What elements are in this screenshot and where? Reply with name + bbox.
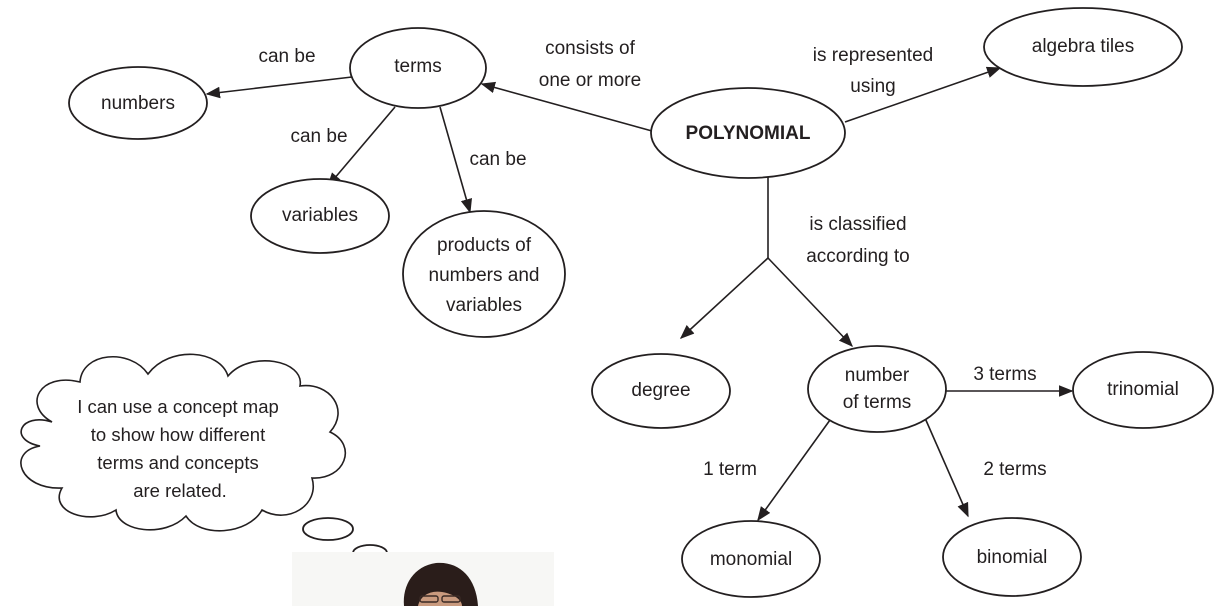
thought-line-2: to show how different (91, 424, 266, 445)
node-variables: variables (250, 178, 390, 254)
node-terms-label: terms (394, 56, 442, 77)
node-monomial: monomial (681, 520, 821, 598)
student-glasses-left (419, 595, 439, 603)
node-products-line-3: variables (446, 295, 522, 316)
node-numbers: numbers (68, 66, 208, 140)
edge-number-binomial (924, 417, 969, 518)
edge-terms-variables (327, 106, 396, 188)
node-products: products of numbers and variables (402, 210, 566, 338)
node-degree-label: degree (631, 380, 690, 401)
link-represented-line-2: using (850, 76, 895, 97)
student-illustration (292, 552, 554, 606)
link-two-terms: 2 terms (983, 459, 1046, 480)
link-three-terms: 3 terms (973, 364, 1036, 385)
node-algebra-tiles-label: algebra tiles (1032, 36, 1134, 57)
thought-bubble: I can use a concept map to show how diff… (20, 353, 412, 578)
node-number-of-terms-line-2: of terms (843, 392, 912, 413)
link-classified-line-2: according to (806, 246, 910, 267)
node-binomial-label: binomial (977, 547, 1048, 568)
edge-polynomial-terms (480, 81, 653, 132)
edge-terms-numbers (205, 76, 353, 99)
link-can-be-products: can be (469, 149, 526, 170)
node-trinomial: trinomial (1072, 351, 1214, 429)
student-hair (403, 562, 478, 606)
link-can-be-variables: can be (290, 126, 347, 147)
link-one-term: 1 term (703, 459, 757, 480)
node-terms: terms (349, 27, 487, 109)
node-binomial: binomial (942, 517, 1082, 597)
node-polynomial-label: POLYNOMIAL (686, 123, 811, 144)
node-algebra-tiles: algebra tiles (983, 7, 1183, 87)
thought-dot-large (302, 517, 354, 541)
student-glasses-right (441, 595, 461, 603)
node-polynomial: POLYNOMIAL (650, 87, 846, 179)
node-variables-label: variables (282, 205, 358, 226)
link-represented-line-1: is represented (813, 45, 933, 66)
node-trinomial-label: trinomial (1107, 379, 1179, 400)
node-numbers-label: numbers (101, 93, 175, 114)
node-number-of-terms: number of terms (807, 345, 947, 433)
edge-branch-degree (679, 257, 769, 339)
edge-terms-products (439, 106, 472, 214)
node-degree: degree (591, 353, 731, 429)
thought-line-4: are related. (133, 480, 227, 501)
node-products-line-2: numbers and (429, 265, 540, 286)
node-products-line-1: products of (437, 235, 532, 256)
thought-cloud-shape (20, 353, 347, 532)
thought-line-1: I can use a concept map (77, 396, 279, 417)
link-consists-of-line-1: consists of (545, 38, 635, 59)
edge-polynomial-algebra-tiles (844, 66, 1002, 123)
link-consists-of-line-2: one or more (539, 70, 641, 91)
thought-line-3: terms and concepts (97, 452, 258, 473)
link-can-be-numbers: can be (258, 46, 315, 67)
node-number-of-terms-line-1: number (845, 365, 910, 386)
link-classified-line-1: is classified (809, 214, 906, 235)
edge-branch-number-of-terms (767, 257, 853, 348)
node-monomial-label: monomial (710, 549, 792, 570)
edge-number-monomial (757, 419, 831, 522)
